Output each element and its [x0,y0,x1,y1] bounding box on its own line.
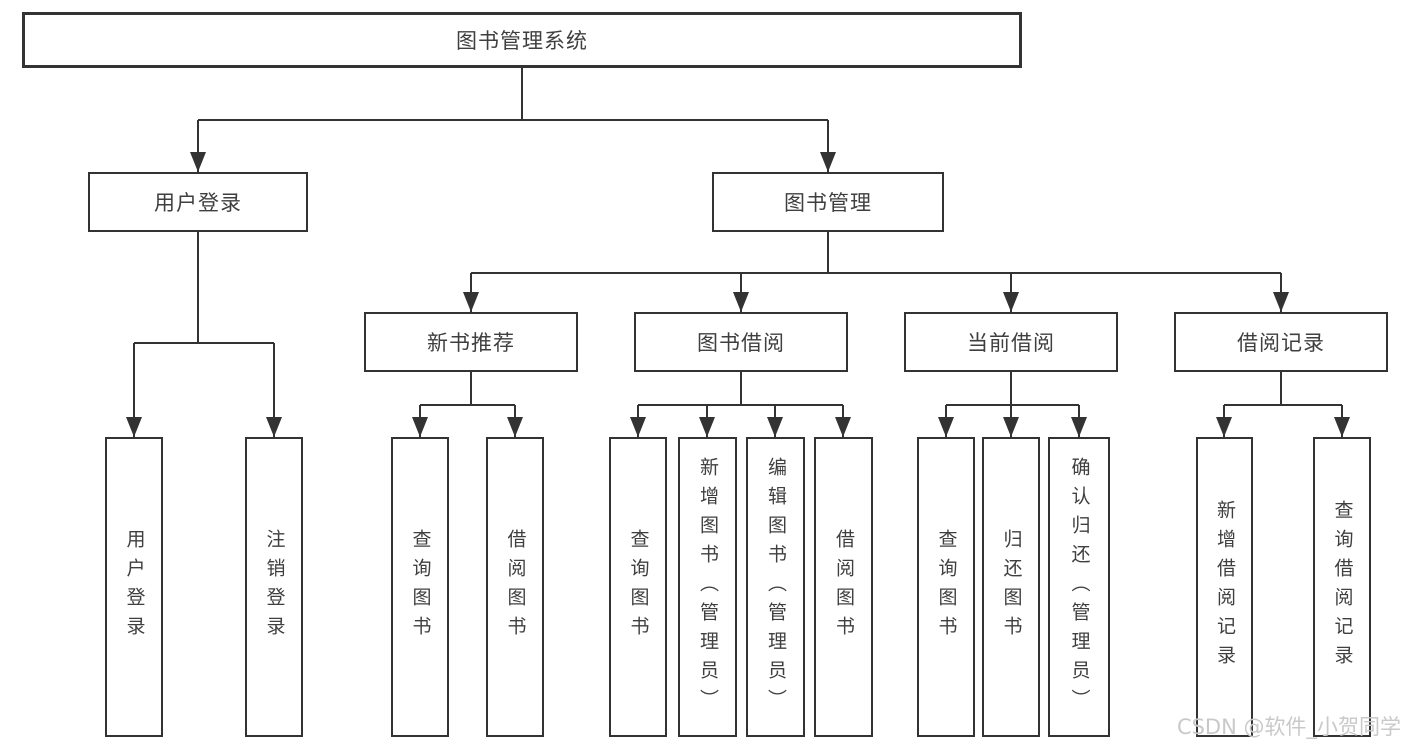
leaf-user-login: 用户登录 [105,437,163,737]
leaf-confirm-return-admin: 确认归还（管理员） [1048,437,1110,737]
node-label: 新增图书（管理员） [697,456,719,718]
leaf-borrow-books: 借阅图书 [814,437,873,737]
node-library-system-root: 图书管理系统 [22,12,1022,68]
node-label: 借阅图书 [504,529,527,645]
leaf-edit-book-admin: 编辑图书（管理员） [746,437,805,737]
node-book-management: 图书管理 [712,172,944,232]
leaf-return-book: 归还图书 [982,437,1040,737]
node-borrow-records: 借阅记录 [1174,312,1388,372]
node-label: 借阅图书 [833,529,855,645]
node-label: 编辑图书（管理员） [765,456,787,718]
leaf-query-books-borrow: 查询图书 [609,437,667,737]
node-label: 查询借阅记录 [1331,500,1354,674]
node-label: 当前借阅 [967,331,1055,355]
node-label: 新书推荐 [427,331,515,355]
node-label: 注销登录 [263,529,286,645]
leaf-logout: 注销登录 [245,437,303,737]
node-label: 新增借阅记录 [1214,500,1236,674]
node-label: 借阅记录 [1237,331,1325,355]
node-label: 查询图书 [409,529,432,645]
node-current-borrow: 当前借阅 [904,312,1118,372]
leaf-add-borrow-record: 新增借阅记录 [1196,437,1253,737]
node-label: 图书管理系统 [456,29,588,53]
leaf-query-borrow-record: 查询借阅记录 [1313,437,1371,737]
leaf-query-books-current: 查询图书 [917,437,975,737]
node-label: 查询图书 [935,529,958,645]
node-label: 查询图书 [627,529,650,645]
node-user-login: 用户登录 [88,172,308,232]
node-label: 用户登录 [154,191,242,215]
node-label: 图书借阅 [697,331,785,355]
node-label: 图书管理 [784,191,872,215]
leaf-add-book-admin: 新增图书（管理员） [678,437,737,737]
leaf-query-books-recommend: 查询图书 [391,437,449,737]
node-label: 用户登录 [123,529,146,645]
leaf-borrow-books-recommend: 借阅图书 [486,437,544,737]
node-new-book-recommend: 新书推荐 [364,312,578,372]
node-label: 归还图书 [1000,529,1023,645]
node-book-borrow: 图书借阅 [634,312,848,372]
node-label: 确认归还（管理员） [1068,456,1091,718]
